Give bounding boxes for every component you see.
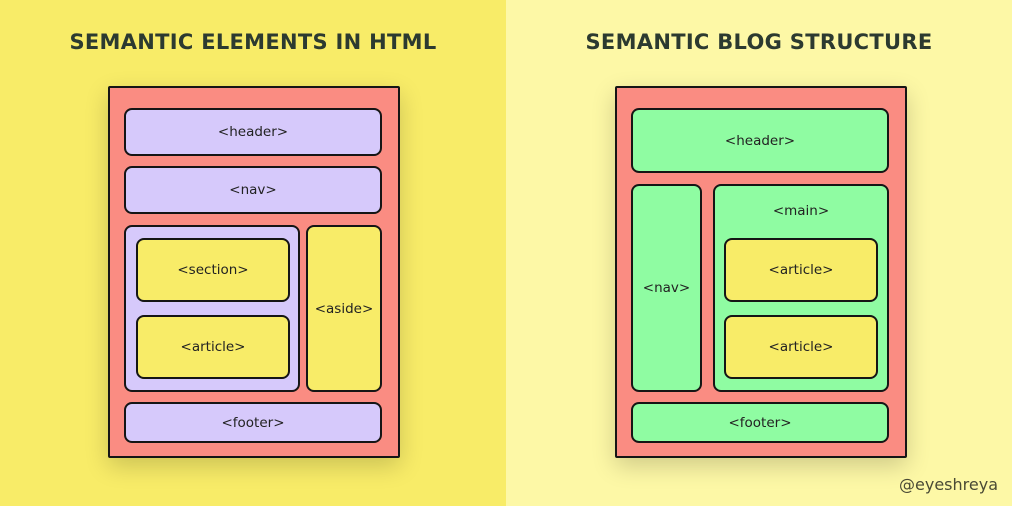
left-aside-box: <aside>	[306, 225, 382, 392]
left-nav-box: <nav>	[124, 166, 382, 214]
left-footer-box: <footer>	[124, 402, 382, 443]
right-header-box: <header>	[631, 108, 889, 173]
right-title: SEMANTIC BLOG STRUCTURE	[585, 30, 933, 54]
left-article-box: <article>	[136, 315, 290, 379]
right-footer-box: <footer>	[631, 402, 889, 443]
right-article-box-2: <article>	[724, 315, 878, 379]
right-article-box-1: <article>	[724, 238, 878, 302]
right-nav-box: <nav>	[631, 184, 702, 392]
left-section-box: <section>	[136, 238, 290, 302]
left-title: SEMANTIC ELEMENTS IN HTML	[69, 30, 437, 54]
left-header-box: <header>	[124, 108, 382, 156]
author-credit: @eyeshreya	[899, 475, 998, 494]
